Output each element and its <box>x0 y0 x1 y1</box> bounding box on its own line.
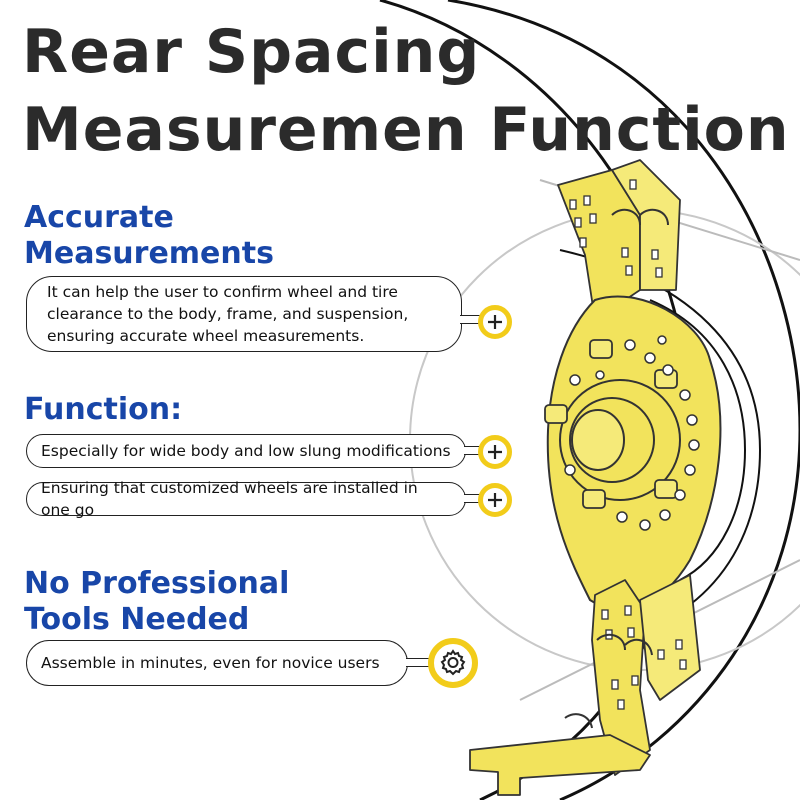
arm-clamps <box>564 208 669 729</box>
page-title-line-1: Rear Spacing <box>22 17 481 87</box>
section-heading-function: Function: <box>24 392 182 428</box>
rim-arc-inner <box>649 299 747 581</box>
page-title-line-2: Measuremen Function <box>22 95 790 165</box>
feature-text-line: ensuring accurate wheel measurements. <box>47 327 365 345</box>
plus-icon <box>478 483 512 517</box>
hub-detail <box>559 379 681 501</box>
tool-upper-arm <box>557 159 681 321</box>
heading-line: Accurate <box>24 200 174 235</box>
tool-lower-arm <box>469 574 701 796</box>
feature-text-line: clearance to the body, frame, and suspen… <box>47 305 409 323</box>
feature-item: It can help the user to confirm wheel an… <box>26 276 462 352</box>
tool-foot <box>469 734 651 796</box>
section-heading-no-tools: No Professional Tools Needed <box>24 566 289 638</box>
gear-icon <box>428 638 478 688</box>
feature-text-line: It can help the user to confirm wheel an… <box>47 283 398 301</box>
feature-item: Ensuring that customized wheels are inst… <box>26 479 466 519</box>
heading-line: Tools Needed <box>24 602 250 637</box>
heading-line: No Professional <box>24 566 290 601</box>
feature-text: Assemble in minutes, even for novice use… <box>41 654 380 672</box>
arm-slots <box>569 179 687 710</box>
plus-icon <box>478 435 512 469</box>
feature-text: Especially for wide body and low slung m… <box>41 442 451 460</box>
section-heading-accurate: Accurate Measurements <box>24 200 274 272</box>
heading-line: Measurements <box>24 236 274 271</box>
hub-bolts <box>544 339 678 509</box>
feature-item: Especially for wide body and low slung m… <box>26 434 466 468</box>
feature-text: Ensuring that customized wheels are inst… <box>41 479 418 519</box>
feature-item: Assemble in minutes, even for novice use… <box>26 640 408 686</box>
plus-icon <box>478 305 512 339</box>
connector <box>460 315 480 324</box>
heading-line: Function: <box>24 392 183 427</box>
plate-holes <box>564 335 700 531</box>
